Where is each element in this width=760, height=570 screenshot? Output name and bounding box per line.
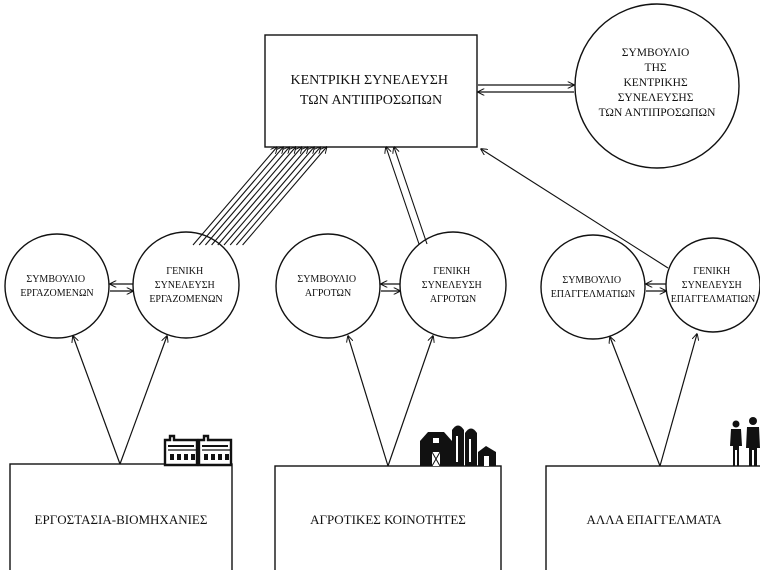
farmers-council-circle xyxy=(275,233,381,339)
workers-delegate-arrow xyxy=(235,147,320,246)
central-council-circle xyxy=(574,3,740,169)
farmers-base-label: ΑΓΡΟΤΙΚΕΣ ΚΟΙΝΟΤΗΤΕΣ xyxy=(310,512,466,527)
farmers-assembly-line: ΓΕΝΙΚΗ xyxy=(433,266,470,277)
farmers-delegate-arrow xyxy=(394,147,428,245)
workers-base-arrow-to-assembly xyxy=(119,336,167,465)
professionals-base-arrow-to-council xyxy=(610,337,661,467)
farmers-base-arrow-to-council xyxy=(348,336,389,467)
professionals-assembly-line: ΓΕΝΙΚΗ xyxy=(693,266,730,277)
workers-delegate-arrow xyxy=(229,147,314,246)
workers-assembly-line: ΕΡΓΑΖΟΜΕΝΩΝ xyxy=(149,294,222,305)
workers-council-circle xyxy=(4,233,110,339)
workers-delegate-arrow xyxy=(204,147,289,246)
central-assembly-label: ΚΕΝΤΡΙΚΗ ΣΥΝΕΛΕΥΣΗ ΤΩΝ ΑΝΤΙΠΡΟΣΩΠΩΝ xyxy=(291,73,452,108)
professionals-base-arrow-to-assembly xyxy=(659,334,697,467)
professionals-council-line: ΣΥΜΒΟΥΛΙΟ xyxy=(562,275,621,286)
workers-council-line: ΕΡΓΑΖΟΜΕΝΩΝ xyxy=(20,288,93,299)
workers-base-box xyxy=(9,463,233,570)
farmers-assembly-circle xyxy=(399,231,507,339)
professionals-council-line: ΕΠΑΓΓΕΛΜΑΤΙΩΝ xyxy=(551,289,636,300)
workers-delegate-arrow xyxy=(192,147,277,246)
farmers-delegate-arrow xyxy=(386,147,420,245)
professionals-base-box xyxy=(545,465,760,570)
workers-delegate-arrow xyxy=(223,147,308,246)
professionals-council-label: ΣΥΜΒΟΥΛΙΟ ΕΠΑΓΓΕΛΜΑΤΙΩΝ xyxy=(551,275,636,300)
workers-assembly-line: ΣΥΝΕΛΕΥΣΗ xyxy=(155,280,215,291)
central-assembly-box xyxy=(264,34,478,148)
professionals-assembly-line: ΣΥΝΕΛΕΥΣΗ xyxy=(682,280,742,291)
workers-delegate-arrows xyxy=(192,147,327,246)
professionals-assembly-line: ΕΠΑΓΓΕΛΜΑΤΙΩΝ xyxy=(671,294,756,305)
farmers-council-line: ΑΓΡΟΤΩΝ xyxy=(305,288,351,299)
central-assembly-line: ΤΩΝ ΑΝΤΙΠΡΟΣΩΠΩΝ xyxy=(300,93,442,108)
farmers-base-box xyxy=(274,465,502,570)
farmers-council-label: ΣΥΜΒΟΥΛΙΟ ΑΓΡΟΤΩΝ xyxy=(297,274,358,299)
farmers-assembly-line: ΑΓΡΟΤΩΝ xyxy=(430,294,476,305)
professionals-council-circle xyxy=(540,234,646,340)
central-council-line: ΣΥΝΕΛΕΥΣΗΣ xyxy=(618,92,694,104)
central-council-label: ΣΥΜΒΟΥΛΙΟ ΤΗΣ ΚΕΝΤΡΙΚΗΣ ΣΥΝΕΛΕΥΣΗΣ ΤΩΝ Α… xyxy=(599,47,716,119)
workers-delegate-arrow xyxy=(242,147,327,246)
professionals-delegate-arrows xyxy=(481,149,669,269)
professionals-base-label: ΑΛΛΑ ΕΠΑΓΓΕΛΜΑΤΑ xyxy=(586,512,722,527)
factory-icon xyxy=(163,434,233,467)
people-icon xyxy=(730,417,760,466)
workers-assembly-label: ΓΕΝΙΚΗ ΣΥΝΕΛΕΥΣΗ ΕΡΓΑΖΟΜΕΝΩΝ xyxy=(149,266,222,305)
workers-delegate-arrow xyxy=(217,147,302,246)
workers-assembly-line: ΓΕΝΙΚΗ xyxy=(166,266,203,277)
central-council-line: ΤΗΣ xyxy=(645,62,667,74)
central-council-line: ΚΕΝΤΡΙΚΗΣ xyxy=(623,77,687,89)
farmers-assembly-label: ΓΕΝΙΚΗ ΣΥΝΕΛΕΥΣΗ ΑΓΡΟΤΩΝ xyxy=(422,266,485,305)
professionals-assembly-circle xyxy=(665,237,760,333)
professionals-assembly-label: ΓΕΝΙΚΗ ΣΥΝΕΛΕΥΣΗ ΕΠΑΓΓΕΛΜΑΤΙΩΝ xyxy=(671,266,756,305)
workers-council-label: ΣΥΜΒΟΥΛΙΟ ΕΡΓΑΖΟΜΕΝΩΝ xyxy=(20,274,93,299)
professionals-delegate-arrow xyxy=(481,149,669,269)
central-council-line: ΣΥΜΒΟΥΛΙΟ xyxy=(622,47,690,59)
farmers-council-line: ΣΥΜΒΟΥΛΙΟ xyxy=(297,274,356,285)
workers-council-line: ΣΥΜΒΟΥΛΙΟ xyxy=(26,274,85,285)
farmers-assembly-line: ΣΥΝΕΛΕΥΣΗ xyxy=(422,280,482,291)
central-council-line: ΤΩΝ ΑΝΤΙΠΡΟΣΩΠΩΝ xyxy=(599,107,716,119)
workers-assembly-circle xyxy=(132,231,240,339)
farmers-base-arrow-to-assembly xyxy=(387,336,433,467)
workers-base-label: ΕΡΓΟΣΤΑΣΙΑ-ΒΙΟΜΗΧΑΝΙΕΣ xyxy=(35,512,208,527)
workers-base-arrow-to-council xyxy=(73,336,121,465)
farmers-delegate-arrows xyxy=(386,147,428,245)
farm-icon xyxy=(420,425,496,467)
central-assembly-line: ΚΕΝΤΡΙΚΗ ΣΥΝΕΛΕΥΣΗ xyxy=(291,73,449,88)
workers-delegate-arrow xyxy=(211,147,296,246)
workers-delegate-arrow xyxy=(198,147,283,246)
